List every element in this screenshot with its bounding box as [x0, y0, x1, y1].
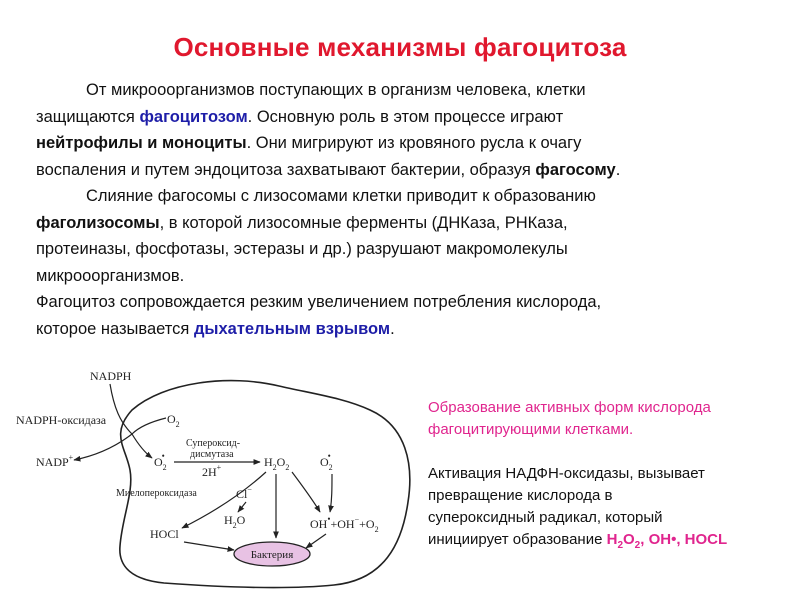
hocl-label: HOCl — [150, 527, 179, 541]
text-line-4: воспаления и путем эндоцитоза захватываю… — [36, 160, 621, 179]
bacteria-shape — [233, 541, 311, 567]
text-line-9: Фагоцитоз сопровождается резким увеличен… — [36, 293, 602, 311]
term-phagosome: фагосому — [535, 160, 616, 179]
mpo-label: Миелопероксидаза — [116, 488, 197, 499]
o2-label: O2 — [167, 412, 180, 429]
cell-outline — [119, 379, 411, 589]
text-line-10: которое называется дыхательным взрывом. — [36, 319, 395, 338]
caption-line-3: Активация НАДФН-оксидазы, вызывает — [428, 465, 705, 482]
arrow-to-radicals — [291, 471, 321, 513]
caption-line-4: превращение кислорода в — [428, 487, 613, 504]
text-line-8: микрооорганизмов. — [36, 266, 185, 285]
caption-line-1: Образование активных форм кислорода — [428, 399, 711, 416]
caption-panel: Образование активных форм кислорода фаго… — [428, 397, 793, 557]
main-paragraph: От микрооорганизмов поступающих в органи… — [36, 77, 766, 342]
superoxide-label-2: O2• — [320, 451, 333, 472]
two-h-label: 2H+ — [202, 463, 222, 479]
term-phagolysosome: фаголизосомы — [36, 213, 160, 232]
text-line-5: Слияние фагосомы с лизосомами клетки при… — [86, 187, 596, 205]
caption-line-6: инициирует образование H2O2, OH•, HOCL — [428, 531, 728, 551]
h2o-label: H2O — [224, 513, 246, 530]
arrow-superoxide-down — [328, 473, 334, 513]
term-respiratory-burst: дыхательным взрывом — [193, 319, 391, 338]
slide-title: Основные механизмы фагоцитоза — [173, 32, 627, 62]
text-line-7: протеиназы, фосфотазы, эстеразы и др.) р… — [36, 240, 568, 258]
bacteria-label: Бактерия — [251, 549, 294, 561]
nadph-label: NADPH — [90, 369, 132, 383]
sod-label-1: Супероксид- — [186, 438, 240, 449]
text-line-2: защищаются фагоцитозом. Основную роль в … — [36, 107, 564, 126]
arrow-to-o2rad — [131, 433, 153, 459]
h2o2-label: H2O2 — [264, 455, 289, 472]
term-neutrophils: нейтрофилы и моноциты — [36, 134, 247, 152]
sod-label-2: дисмутаза — [190, 449, 234, 460]
chloride-label: Cl− — [236, 485, 252, 501]
phagocytosis-diagram: NADPH NADPH-оксидаза NADP+ O2 O2• Суперо… — [16, 369, 411, 589]
arrow-hocl-to-bacteria — [183, 541, 235, 552]
ros-list: H2O2, OH•, HOCL — [606, 531, 728, 551]
nadph-oxidase-label: NADPH-оксидаза — [16, 413, 107, 427]
arrow-nadph-down — [109, 383, 133, 435]
caption-line-5: супероксидный радикал, который — [428, 509, 663, 526]
caption-line-2: фагоцитирующими клетками. — [428, 421, 634, 438]
text-line-6: фаголизосомы, в которой лизосомные ферме… — [36, 213, 568, 232]
arrow-o2-in — [131, 417, 167, 435]
hydroxyl-expression: OH•+OH−+O2 — [310, 514, 379, 534]
arrow-radicals-to-bacteria — [305, 533, 327, 549]
superoxide-label: O2• — [154, 451, 167, 472]
nadp-label: NADP+ — [36, 453, 74, 469]
arrow-to-h2o — [237, 501, 247, 513]
arrow-h2o2-to-hocl — [181, 471, 267, 529]
term-phagocytosis: фагоцитозом — [139, 107, 248, 126]
arrow-to-nadp — [73, 433, 133, 462]
text-line-1: От микрооорганизмов поступающих в органи… — [86, 81, 586, 99]
text-line-3: нейтрофилы и моноциты. Они мигрируют из … — [36, 134, 582, 152]
